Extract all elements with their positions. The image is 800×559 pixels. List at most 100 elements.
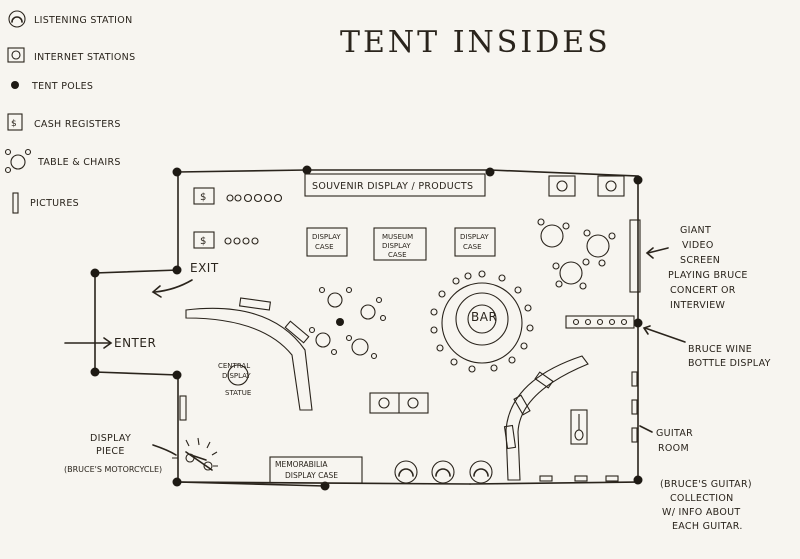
central-display-statue: CENTRAL DISPLAY STATUE — [218, 362, 251, 397]
svg-text:ROOM: ROOM — [658, 443, 689, 454]
enter-label: ENTER — [114, 336, 156, 350]
picture-icon — [179, 395, 187, 421]
annotation-arrow — [644, 327, 686, 343]
bar-stools — [430, 270, 534, 373]
svg-text:$: $ — [11, 119, 17, 129]
svg-text:DISPLAY CASE: DISPLAY CASE — [285, 471, 338, 480]
display-case-left: DISPLAY CASE — [306, 227, 348, 257]
svg-text:EACH GUITAR.: EACH GUITAR. — [672, 521, 743, 532]
svg-text:CONCERT OR: CONCERT OR — [670, 285, 736, 296]
svg-text:SCREEN: SCREEN — [680, 255, 720, 266]
svg-text:DISPLAY: DISPLAY — [222, 372, 251, 380]
tent-pole — [172, 477, 182, 487]
enter: ENTER — [64, 336, 156, 350]
guitar-icon — [574, 414, 584, 441]
tent-pole — [320, 481, 330, 491]
tent-pole — [90, 268, 100, 278]
motorcycle-display-piece — [172, 437, 218, 471]
svg-text:COLLECTION: COLLECTION — [670, 493, 734, 504]
tent-pole — [172, 167, 182, 177]
svg-text:(BRUCE'S GUITAR): (BRUCE'S GUITAR) — [660, 479, 752, 490]
tent-outline — [94, 169, 639, 487]
annotation-arrow — [152, 444, 177, 456]
legend-label-poles: TENT POLES — [31, 81, 93, 92]
tent-pole — [172, 370, 182, 380]
headphones-icon — [431, 460, 455, 484]
internet-stations-middle — [369, 392, 429, 414]
internet-station-icon — [407, 397, 419, 409]
svg-text:$: $ — [200, 192, 206, 203]
annotation-wine-display: BRUCE WINE BOTTLE DISPLAY — [642, 325, 770, 369]
svg-text:DISPLAY: DISPLAY — [382, 242, 411, 250]
giant-video-screen — [629, 219, 641, 293]
legend-label-cash: CASH REGISTERS — [34, 119, 121, 130]
bar-counter: BAR — [430, 270, 534, 373]
souvenir-display: SOUVENIR DISPLAY / PRODUCTS — [304, 173, 486, 197]
tent-pole — [633, 318, 643, 328]
bar-label: BAR — [471, 310, 497, 324]
svg-text:DISPLAY: DISPLAY — [460, 233, 489, 241]
tent-pole — [633, 175, 643, 185]
annotation-guitar-room: GUITAR ROOM (BRUCE'S GUITAR) COLLECTION … — [639, 425, 752, 532]
svg-text:INTERVIEW: INTERVIEW — [670, 300, 725, 311]
svg-text:DISPLAY: DISPLAY — [90, 433, 131, 444]
annotation-giant-video: GIANT VIDEO SCREEN PLAYING BRUCE CONCERT… — [645, 225, 748, 311]
guitar-display — [570, 409, 588, 445]
tent-pole — [172, 265, 182, 275]
legend-label-listening: LISTENING STATION — [34, 15, 132, 26]
picture-icon — [631, 427, 638, 443]
listening-stations — [394, 460, 493, 484]
cash-register-icon: $ — [7, 113, 23, 131]
tent-pole-icon — [11, 81, 19, 89]
picture-icon — [631, 371, 638, 387]
svg-text:GIANT: GIANT — [680, 225, 711, 236]
table-group-top-right — [537, 218, 616, 290]
svg-text:BRUCE WINE: BRUCE WINE — [688, 344, 752, 355]
svg-text:STATUE: STATUE — [225, 389, 251, 397]
souvenir-label: SOUVENIR DISPLAY / PRODUCTS — [312, 181, 473, 192]
svg-text:PIECE: PIECE — [96, 446, 125, 457]
table-group-center — [308, 286, 387, 360]
headphones-icon — [469, 460, 493, 484]
svg-text:$: $ — [200, 236, 206, 247]
legend-label-tables: TABLE & CHAIRS — [37, 157, 121, 168]
tent-poles — [90, 165, 643, 491]
svg-text:MUSEUM: MUSEUM — [382, 233, 413, 241]
bottom-right-fixtures — [539, 475, 619, 482]
svg-text:GUITAR: GUITAR — [656, 428, 693, 439]
headphones-icon — [8, 10, 26, 28]
exit-label: EXIT — [190, 261, 219, 275]
curved-display-left — [185, 297, 313, 411]
tent-pole — [90, 367, 100, 377]
internet-stations-top — [548, 175, 625, 197]
internet-station-icon — [7, 47, 25, 63]
exit: EXIT — [151, 261, 219, 298]
tent-pole — [336, 318, 344, 326]
svg-text:(BRUCE'S MOTORCYCLE): (BRUCE'S MOTORCYCLE) — [64, 465, 162, 474]
headphones-icon — [394, 460, 418, 484]
cash-registers: $ $ — [193, 187, 283, 249]
svg-text:CASE: CASE — [463, 243, 482, 251]
svg-text:VIDEO: VIDEO — [682, 240, 714, 251]
legend-label-pictures: PICTURES — [30, 198, 79, 209]
exit-arrow — [154, 279, 193, 293]
tent-pole — [633, 475, 643, 485]
internet-station-icon — [597, 175, 625, 197]
picture-icon — [12, 192, 19, 214]
picture-icon — [631, 399, 638, 415]
legend: LISTENING STATION INTERNET STATIONS TENT… — [4, 10, 135, 214]
guitar-room-wall — [503, 355, 589, 481]
cash-register-icon — [193, 187, 215, 205]
svg-text:CASE: CASE — [315, 243, 334, 251]
museum-display-case: MUSEUM DISPLAY CASE — [373, 227, 427, 261]
motorcycle-icon — [185, 451, 213, 471]
svg-text:W/ INFO ABOUT: W/ INFO ABOUT — [662, 507, 740, 518]
wine-bottle-display — [565, 315, 635, 329]
svg-text:DISPLAY: DISPLAY — [312, 233, 341, 241]
internet-station-icon — [548, 175, 576, 197]
legend-label-internet: INTERNET STATIONS — [34, 52, 135, 63]
svg-text:PLAYING BRUCE: PLAYING BRUCE — [668, 270, 748, 281]
annotation-display-piece: DISPLAY PIECE (BRUCE'S MOTORCYCLE) — [64, 433, 177, 474]
